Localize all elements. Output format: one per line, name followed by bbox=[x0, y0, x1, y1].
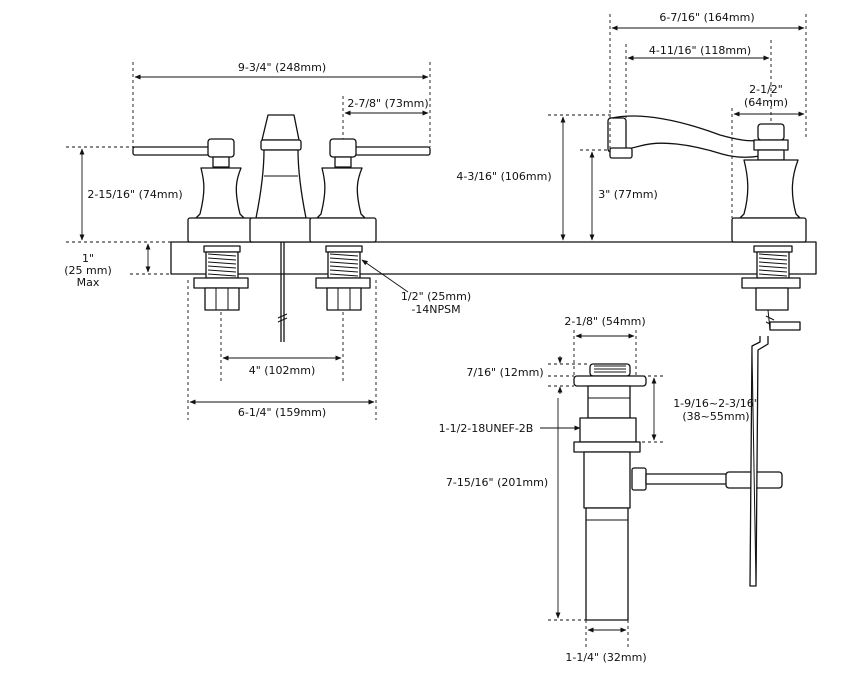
side-shank bbox=[741, 245, 801, 311]
dim-thread-1: 1/2" (25mm) bbox=[401, 290, 471, 303]
dim-spout-base-1: 2-1/2" bbox=[749, 83, 783, 96]
dim-spout-overall: 6-7/16" (164mm) bbox=[659, 11, 754, 24]
dim-drain-thread: 1-1/2-18UNEF-2B bbox=[439, 422, 534, 435]
dim-deck-max-2: (25 mm) bbox=[64, 264, 112, 277]
dim-aerator-height: 3" (77mm) bbox=[598, 188, 658, 201]
dim-tailpiece-dia: 1-1/4" (32mm) bbox=[565, 651, 646, 664]
center-spout bbox=[249, 114, 313, 243]
dim-handle-height: 2-15/16" (74mm) bbox=[87, 188, 182, 201]
dim-thread-2: -14NPSM bbox=[411, 303, 460, 316]
drain-assembly bbox=[573, 309, 801, 621]
dim-spout-reach: 4-11/16" (118mm) bbox=[649, 44, 751, 57]
dim-drain-range-2: (38~55mm) bbox=[682, 410, 749, 423]
dim-drain-length: 7-15/16" (201mm) bbox=[446, 476, 548, 489]
right-handle bbox=[309, 138, 431, 243]
deck-slab bbox=[170, 241, 817, 275]
dim-drain-flange: 2-1/8" (54mm) bbox=[564, 315, 645, 328]
side-spout bbox=[607, 115, 807, 243]
dim-drain-range-1: 1-9/16~2-3/16" bbox=[673, 397, 759, 410]
dim-base-width: 6-1/4" (159mm) bbox=[238, 406, 326, 419]
dim-handle-spread: 9-3/4" (248mm) bbox=[238, 61, 326, 74]
dim-spout-base-2: (64mm) bbox=[744, 96, 788, 109]
dim-spout-height: 4-3/16" (106mm) bbox=[456, 170, 551, 183]
dim-deck-max-1: 1" bbox=[82, 252, 94, 265]
lift-rod bbox=[277, 242, 288, 342]
left-shank bbox=[193, 245, 249, 311]
dim-flange-height: 7/16" (12mm) bbox=[466, 366, 543, 379]
right-shank bbox=[315, 245, 371, 311]
dim-handle-width: 2-7/8" (73mm) bbox=[347, 97, 428, 110]
dim-centerset: 4" (102mm) bbox=[249, 364, 316, 377]
dim-deck-max-3: Max bbox=[77, 276, 100, 289]
